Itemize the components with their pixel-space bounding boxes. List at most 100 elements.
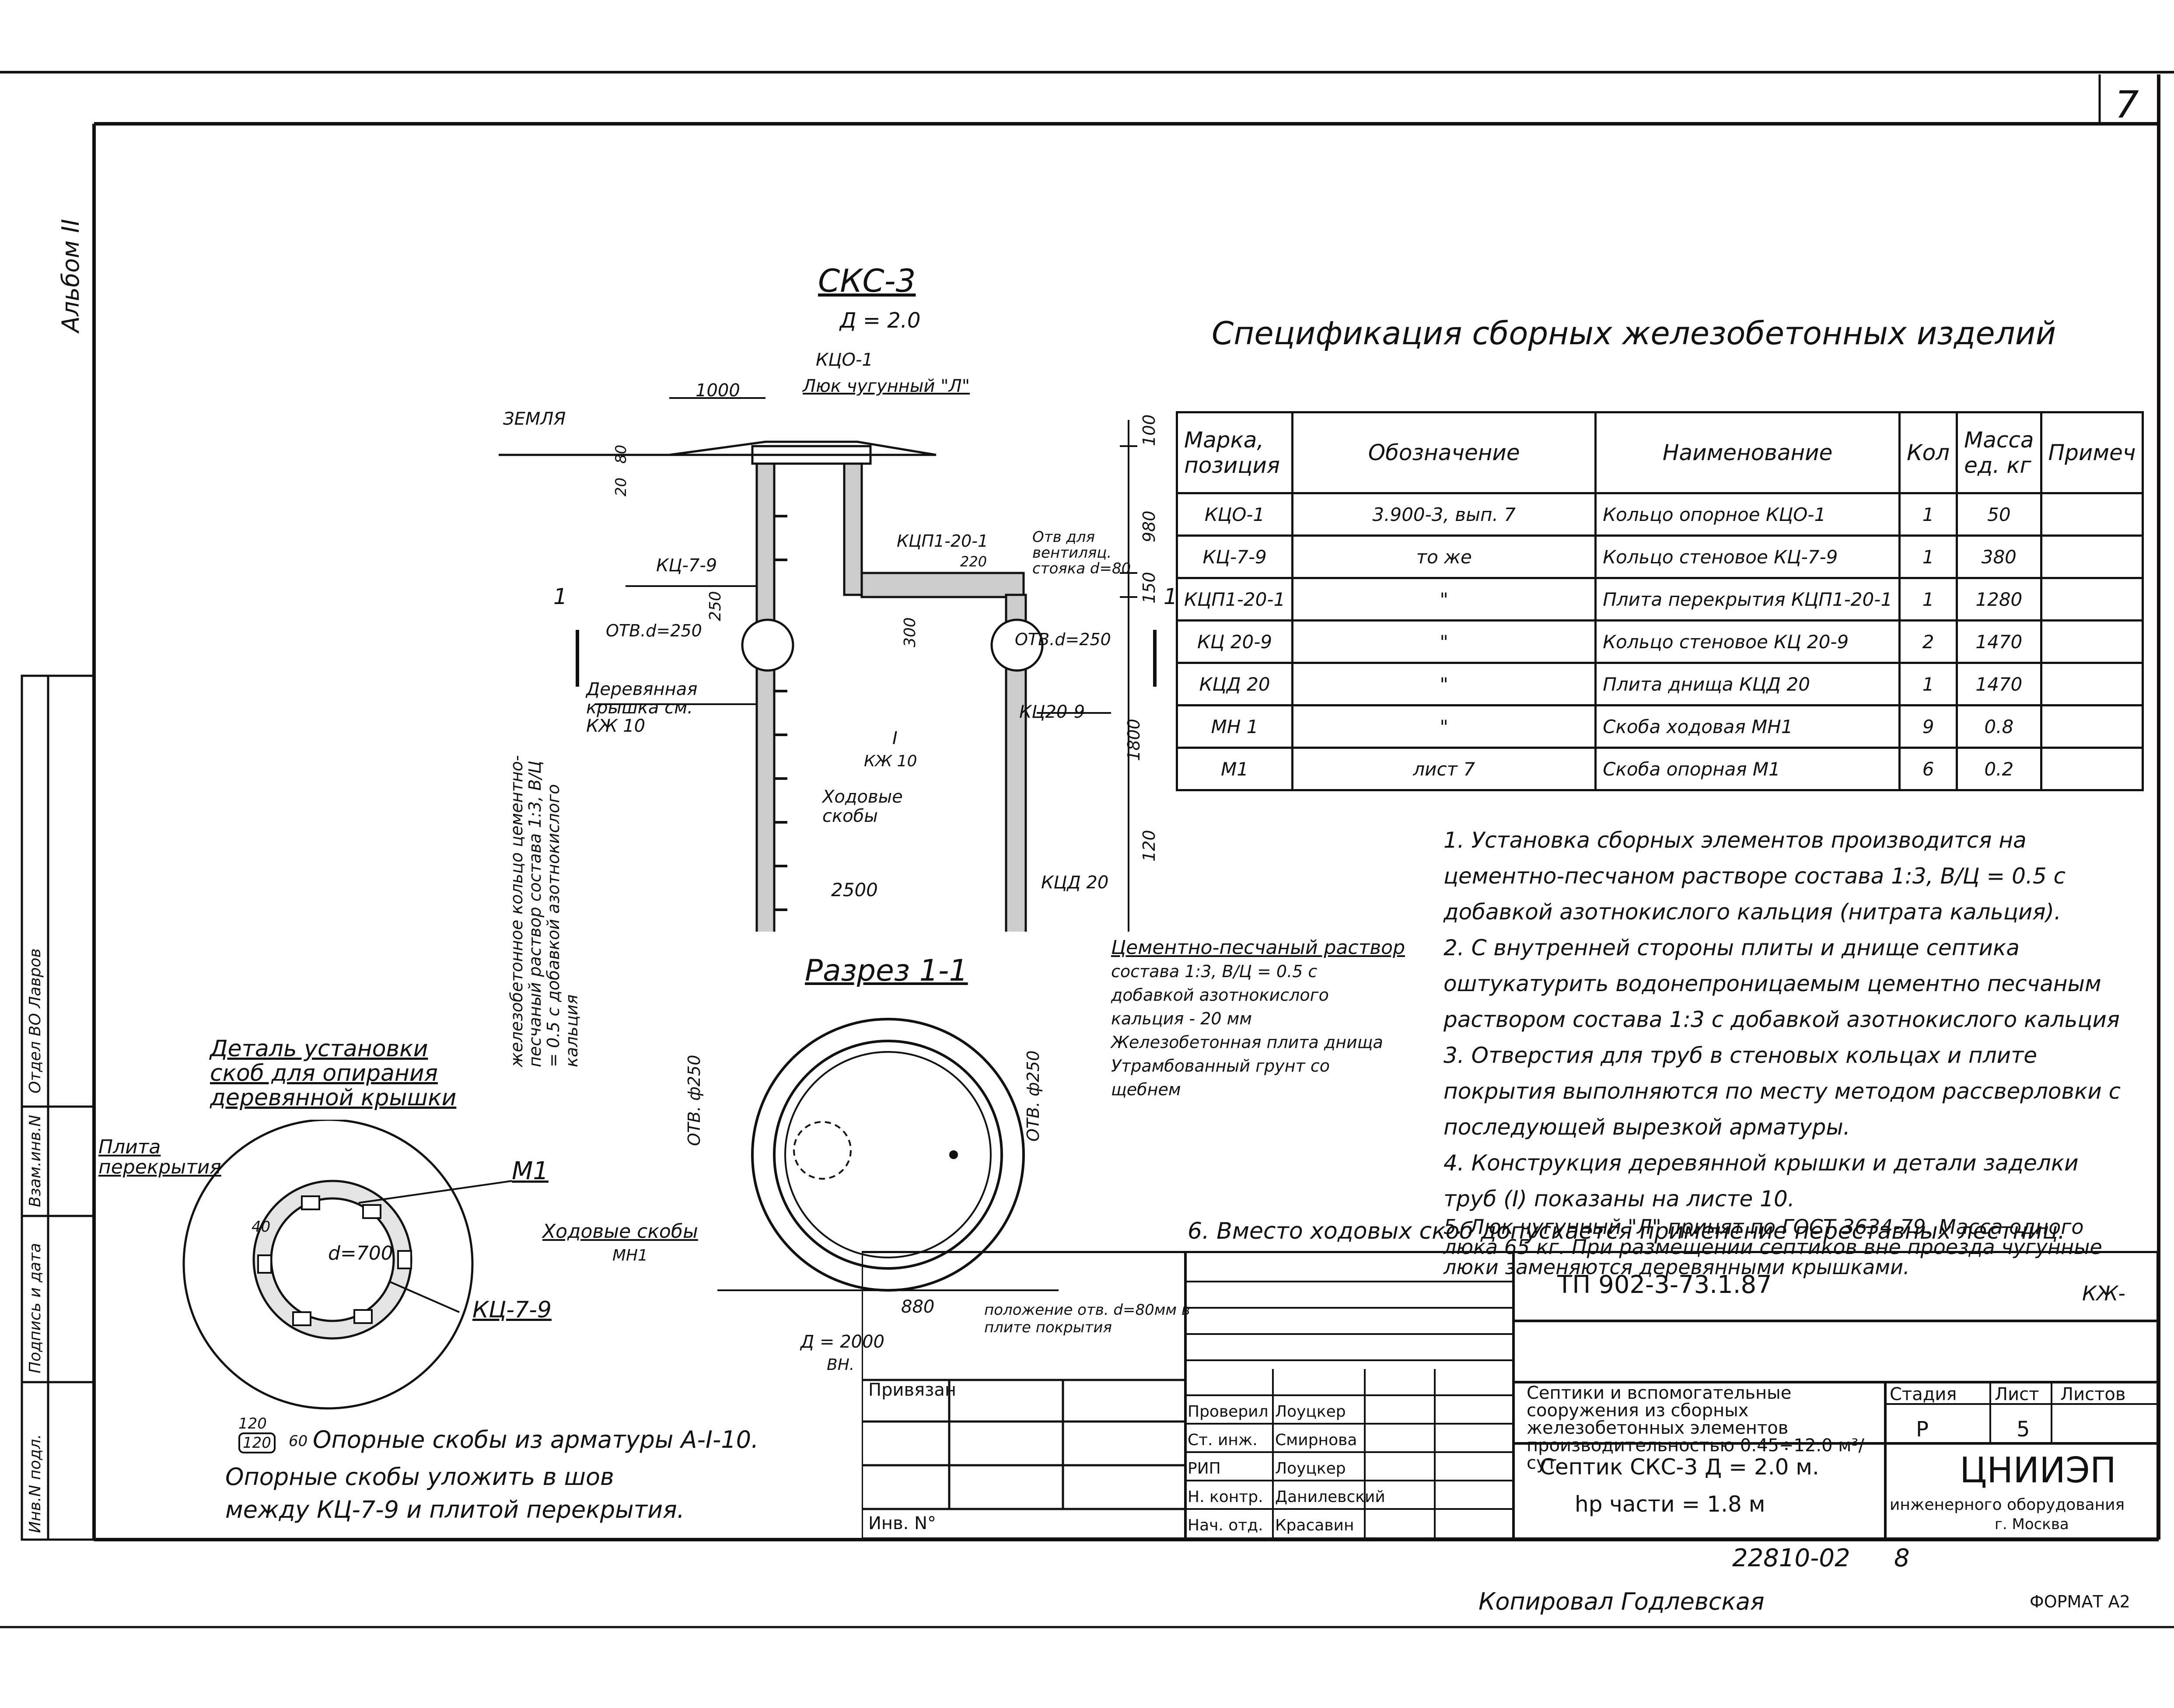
plan-steps: Ходовые скобы [542,1220,698,1243]
detail-d700: d=700 [328,1242,393,1264]
tb-stage: Р [1916,1417,1929,1442]
detail-slab: Плита перекрытия [98,1136,221,1178]
spec-cell: Кольцо опорное КЦО-1 [1594,492,1901,537]
label-vent: Отв для вентиляц. стояка d=80 [1032,528,1131,577]
tb-staff-row: Н. контр.Данилевский [1188,1483,1385,1511]
tb-staff-row: Нач. отд.Красавин [1188,1511,1385,1540]
dim-250: 250 [706,591,724,621]
label-hatch: Люк чугунный "Л" [803,376,970,396]
tb-description: Септики и вспомогательные сооружения из … [1527,1383,1864,1473]
detail-dim-bottom: 120 [238,1432,276,1453]
tb-role: Н. контр. [1188,1488,1263,1506]
strip-inv-replace: Взам.инв.N [26,1114,44,1207]
label-kcd: КЦД 20 [1041,873,1109,893]
legend-line-1: Цементно-песчаный раствор [1111,936,1405,959]
legend-line-5: Железобетонная плита днища [1111,1033,1383,1052]
section-title: СКС-3 [818,262,916,299]
spec-header-designation: Обозначение [1291,411,1597,494]
spec-cell: Плита днища КЦД 20 [1594,662,1901,706]
plan-otv-right: ОТВ. ф250 [1024,1050,1043,1142]
detail-m1: М1 [512,1157,549,1185]
strip-inv-orig: Инв.N подл. [26,1434,44,1533]
spec-header-qty: Кол [1898,411,1958,494]
detail-note-1: Опорные скобы из арматуры А-I-10. [313,1426,759,1453]
tb-org-1: ЦНИИЭП [1960,1450,2116,1491]
spec-cell: " [1291,662,1597,706]
spec-cell: 50 [1956,492,2042,537]
label-kcp: КЦП1-20-1 [897,531,989,551]
label-kco: КЦО-1 [816,350,873,370]
legend-line-3: добавкой азотнокислого [1111,985,1329,1005]
spec-cell: 9 [1898,704,1958,749]
spec-cell: " [1291,704,1597,749]
sheet-number: 7 [2115,83,2139,127]
tb-role: Проверил [1188,1403,1269,1421]
cut-mark-left: 1 [553,584,567,609]
plan-d880: 880 [901,1297,935,1317]
detail-note-3: между КЦ-7-9 и плитой перекрытия. [225,1496,685,1523]
spec-cell: КЦД 20 [1175,662,1294,706]
spec-cell: 1 [1898,662,1958,706]
legend-line-6: Утрамбованный грунт со [1111,1056,1330,1076]
dim-1000: 1000 [696,381,740,401]
spec-cell: КЦ 20-9 [1175,619,1294,664]
spec-cell: КЦ-7-9 [1175,534,1294,579]
tb-sheet-h: Лист [1995,1384,2039,1404]
notes: 1. Установка сборных элементов производи… [1444,822,2126,1277]
spec-header-mass: Масса ед. кг [1956,411,2042,494]
dim-120: 120 [1139,830,1159,862]
spec-cell: Плита перекрытия КЦП1-20-1 [1594,577,1901,622]
spec-cell: 380 [1956,534,2042,579]
dim-80: 80 [612,444,630,464]
tb-role: Нач. отд. [1188,1516,1263,1534]
detail-drawing [182,1120,512,1410]
legend-line-4: кальция - 20 мм [1111,1009,1252,1028]
legend-line-2: состава 1:3, В/Ц = 0.5 с [1111,962,1318,981]
album-label: Альбом II [57,219,84,332]
dim-100: 100 [1139,414,1159,446]
detail-title-2: скоб для опирания [210,1060,438,1086]
format-label: ФОРМАТ А2 [2030,1592,2130,1611]
label-otv-left: ОТВ.d=250 [606,621,702,640]
spec-cell: 0.8 [1956,704,2042,749]
copied-by: Копировал Годлевская [1478,1588,1765,1615]
tb-person: Смирнова [1275,1431,1357,1449]
tb-person: Лоуцкер [1275,1460,1346,1477]
spec-cell: то же [1291,534,1597,579]
spec-cell: " [1291,577,1597,622]
plan-otv-left: ОТВ. ф250 [685,1055,704,1146]
spec-cell: 6 [1898,747,1958,791]
spec-cell: 1470 [1956,619,2042,664]
spec-cell: Кольцо стеновое КЦ 20-9 [1594,619,1901,664]
tb-person: Лоуцкер [1275,1403,1346,1421]
spec-cell: 1 [1898,577,1958,622]
tb-sheets-h: Листов [2060,1384,2126,1404]
dim-150: 150 [1139,572,1159,604]
detail-dim-side: 60 [289,1432,308,1450]
spec-header-row: Марка, позиция Обозначение Наименование … [1175,411,2144,494]
strip-dept: Отдел ВО Лавров [26,948,44,1093]
dim-1800: 1800 [1124,719,1143,761]
note-6: 6. Вместо ходовых скоб допускается приме… [1188,1218,2066,1244]
spec-cell: 1 [1898,492,1958,537]
spec-cell [2040,492,2144,537]
label-node-ref: КЖ 10 [864,752,917,770]
dim-980: 980 [1139,510,1159,542]
spec-cell [2040,747,2144,791]
spec-cell: Скоба ходовая МН1 [1594,704,1901,749]
plan-steps-mark: МН1 [612,1247,648,1264]
spec-title: Спецификация сборных железобетонных изде… [1212,315,2056,352]
archive-no: 22810-02 [1732,1544,1850,1572]
tb-mark: КЖ- [2082,1282,2125,1305]
archive-sheet: 8 [1894,1544,1910,1572]
tb-sheet-title-1: Септик СКС-3 Д = 2.0 м. [1540,1454,1819,1480]
spec-header-note: Примеч [2040,411,2144,494]
spec-cell: " [1291,619,1597,664]
tb-staff-row: Ст. инж.Смирнова [1188,1426,1385,1454]
